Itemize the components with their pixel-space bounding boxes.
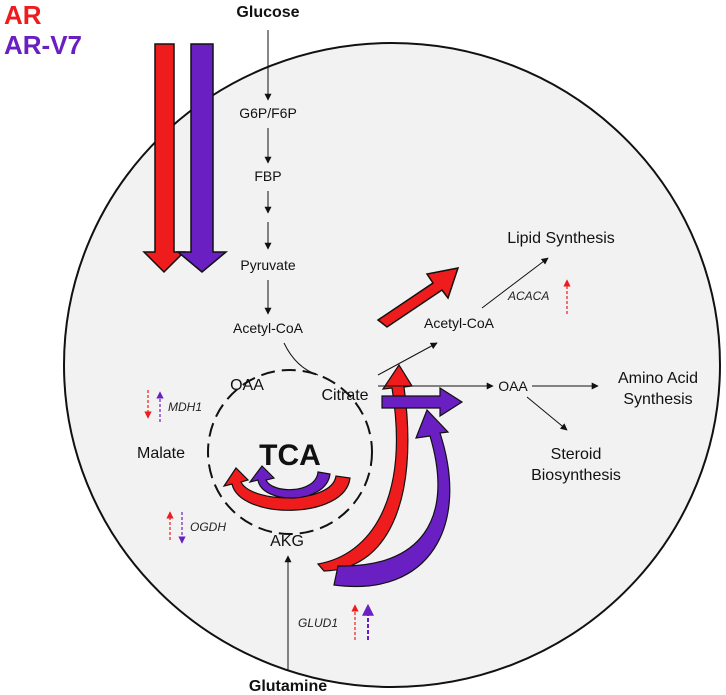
legend-ar-v7: AR-V7 [4,30,83,60]
legend-ar: AR [4,0,42,30]
pyruvate-label: Pyruvate [240,257,295,273]
arrow-oaa-steroid [526,396,568,431]
tca-label: TCA [259,439,321,472]
amino-acid-synthesis-line1: Amino Acid [618,370,698,387]
steroid-biosynthesis-line1: Steroid [551,446,602,463]
glutamine-label: Glutamine [249,678,327,695]
fbp-label: FBP [254,168,281,184]
g6p-f6p-label: G6P/F6P [239,105,297,121]
acetyl-coa-cyto-label: Acetyl-CoA [424,315,495,331]
cell-body [63,42,721,688]
glud1-label: GLUD1 [298,616,338,630]
ar-input-arrow [142,43,186,274]
mdh1-label: MDH1 [168,400,202,414]
glucose-label: Glucose [236,4,299,21]
arrow-acetyl-coa-lipid [481,257,549,309]
acetyl-coa-mito-label: Acetyl-CoA [233,320,304,336]
tca-ar-swoosh [222,467,351,511]
tca-cycle-ring [207,369,373,535]
akg-to-oaa-ar-v7-arrow [333,408,451,588]
akg-to-citrate-ar-arrow [316,363,414,572]
oaa-cyto-label: OAA [498,378,528,394]
acaca-label: ACACA [507,289,549,303]
citrate-label: Citrate [321,387,368,404]
ar-lipid-arrow [376,267,460,328]
amino-acid-synthesis-line2: Synthesis [623,391,692,408]
malate-label: Malate [137,445,185,462]
oaa-mito-label: OAA [230,377,264,394]
tca-ar-v7-swoosh [248,465,331,499]
ar-v7-oaa-arrow [381,386,464,418]
akg-label: AKG [270,533,304,550]
steroid-biosynthesis-line2: Biosynthesis [531,467,621,484]
ar-v7-input-arrow [175,43,229,273]
ogdh-label: OGDH [190,520,226,534]
arrow-citrate-acetyl-coa-cyto [377,342,438,376]
lipid-synthesis-label: Lipid Synthesis [507,230,615,247]
